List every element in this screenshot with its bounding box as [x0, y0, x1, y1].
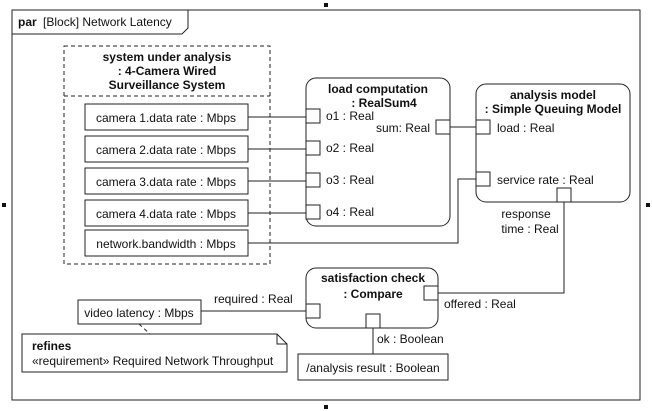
port-sum-label: sum: Real: [376, 121, 430, 135]
video-latency-label: video latency : Mbps: [84, 306, 193, 320]
port-response-time-label-2: time : Real: [501, 222, 558, 236]
offered-label: offered : Real: [444, 297, 516, 311]
port-offered[interactable]: [423, 285, 439, 301]
diagram-frame: [11, 9, 641, 401]
system-title-1: system under analysis: [103, 50, 232, 64]
port-ok[interactable]: [365, 313, 381, 329]
property-label: camera 2.data rate : Mbps: [96, 143, 236, 157]
port-service-rate[interactable]: [475, 171, 491, 187]
system-title-2: : 4-Camera Wired: [118, 64, 217, 78]
analysis-model-title-2: : Simple Queuing Model: [485, 102, 622, 116]
port-response-time[interactable]: [556, 187, 572, 203]
note-anchor-line: [138, 323, 151, 335]
refines-note[interactable]: refines «requirement» Required Network T…: [21, 333, 288, 373]
analysis-result-label: /analysis result : Boolean: [306, 361, 439, 375]
note-text: «requirement» Required Network Throughpu…: [32, 354, 274, 368]
port-response-time-label-1: response: [501, 207, 551, 221]
frame-label-tab: [12, 10, 189, 35]
property-label: camera 1.data rate : Mbps: [96, 111, 236, 125]
analysis-model-title-1: analysis model: [510, 88, 596, 102]
port-o2[interactable]: [305, 140, 321, 156]
load-computation-title-2: : RealSum4: [351, 96, 417, 110]
port-service-rate-label: service rate : Real: [497, 173, 594, 187]
property-camera-3[interactable]: camera 3.data rate : Mbps: [84, 167, 249, 195]
analysis-model-block[interactable]: [475, 83, 631, 203]
port-o2-label: o2 : Real: [326, 141, 374, 155]
property-camera-4[interactable]: camera 4.data rate : Mbps: [84, 199, 249, 227]
video-latency-property[interactable]: video latency : Mbps: [77, 299, 202, 325]
port-o4-label: o4 : Real: [326, 205, 374, 219]
port-sum[interactable]: [435, 119, 451, 135]
frame-label: par [Block] Network Latency: [18, 15, 172, 29]
required-label: required : Real: [214, 292, 293, 306]
satisfaction-title-2: : Compare: [343, 287, 403, 301]
port-o3-label: o3 : Real: [326, 173, 374, 187]
load-computation-title-1: load computation: [328, 82, 428, 96]
port-required[interactable]: [305, 303, 321, 319]
frame-tick: [324, 3, 328, 7]
frame-tick: [324, 405, 328, 409]
port-o3[interactable]: [305, 172, 321, 188]
system-under-analysis[interactable]: [63, 45, 271, 265]
property-label: camera 4.data rate : Mbps: [96, 207, 236, 221]
analysis-result-property[interactable]: /analysis result : Boolean: [297, 353, 449, 381]
frame-keyword: par: [18, 15, 37, 29]
connector-bandwidth-service-rate: [248, 178, 476, 244]
note-heading: refines: [32, 339, 72, 353]
frame-title: [Block] Network Latency: [43, 15, 172, 29]
port-o1[interactable]: [305, 108, 321, 124]
property-camera-2[interactable]: camera 2.data rate : Mbps: [84, 135, 249, 163]
frame-tick: [646, 203, 650, 207]
satisfaction-title-1: satisfaction check: [321, 271, 425, 285]
connector-response-offered: [438, 202, 565, 294]
property-network-bandwidth[interactable]: network.bandwidth : Mbps: [84, 229, 249, 257]
ok-label: ok : Boolean: [377, 332, 444, 346]
property-label: network.bandwidth : Mbps: [96, 237, 235, 251]
port-o1-label: o1 : Real: [326, 109, 374, 123]
port-o4[interactable]: [305, 204, 321, 220]
property-label: camera 3.data rate : Mbps: [96, 175, 236, 189]
property-camera-1[interactable]: camera 1.data rate : Mbps: [84, 103, 249, 131]
frame-tick: [2, 203, 6, 207]
port-load[interactable]: [475, 119, 491, 135]
system-title-3: Surveillance System: [109, 78, 226, 92]
port-load-label: load : Real: [497, 121, 554, 135]
